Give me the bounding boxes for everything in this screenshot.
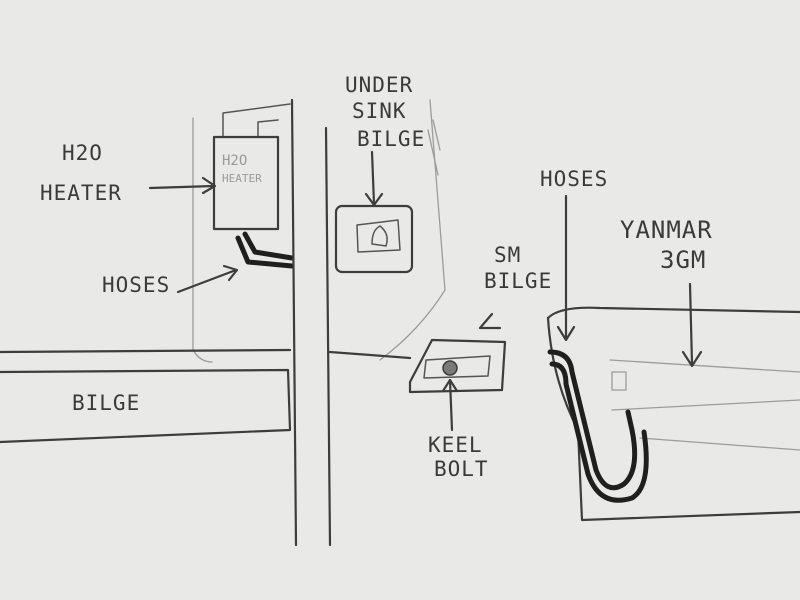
sink-cabinet-outline	[379, 99, 446, 361]
sm-label: SM	[494, 243, 521, 267]
sink-cabinet-hatching	[427, 119, 441, 176]
floor-line-mid	[328, 350, 412, 360]
keel-label: KEEL	[428, 433, 483, 457]
yanmar-label: YANMAR	[620, 216, 713, 244]
hoses-right-arrowhead	[556, 325, 576, 342]
sm-bilge-pointer	[478, 312, 502, 330]
sink-bilge-pump	[356, 219, 401, 253]
under-label: UNDER	[345, 73, 413, 97]
hoses-left-arrow	[176, 268, 238, 294]
sink-bilge-arrowhead	[364, 192, 384, 207]
keel-bolt-arrowhead	[441, 378, 459, 393]
sink-bilge-label: BILGE	[357, 127, 425, 151]
heater-arrowhead	[201, 176, 217, 195]
keel-bolt-icon	[442, 360, 458, 376]
under-sink-area	[334, 99, 446, 361]
bulkhead-line-left	[290, 98, 298, 547]
bilge-label: BILGE	[72, 391, 140, 415]
yanmar-model-label: 3GM	[660, 246, 706, 274]
sink-bilge-arrow	[370, 150, 376, 206]
bolt-label: BOLT	[434, 457, 489, 481]
engine-details	[609, 359, 800, 451]
yanmar-engine	[546, 306, 800, 522]
hoses-right-label: HOSES	[540, 167, 608, 191]
hoses-left-label: HOSES	[102, 273, 170, 297]
h2o-label: H2O	[62, 141, 103, 165]
floor-line-left	[0, 348, 292, 354]
small-bilge-inner	[423, 355, 491, 379]
engine-hose-outer	[547, 349, 638, 491]
heater-hoses	[235, 231, 295, 269]
heater-box-label-2: HEATER	[222, 172, 262, 185]
heater-box-label-1: H2O	[222, 153, 247, 169]
sink-bilge-pump-inlet	[371, 225, 388, 247]
bulkhead-line-right	[324, 126, 332, 547]
engine-hose-inner	[549, 361, 649, 503]
bilge-channel	[0, 368, 292, 444]
sink-label: SINK	[352, 99, 407, 123]
heater-bracket	[222, 103, 291, 137]
keel-bolt-arrow	[448, 378, 454, 432]
yanmar-arrowhead	[681, 350, 703, 368]
sm-bilge-label: BILGE	[484, 269, 552, 293]
yanmar-arrow	[688, 282, 694, 366]
water-heater	[212, 135, 280, 231]
heater-label: HEATER	[40, 181, 122, 205]
hoses-left-arrowhead	[222, 264, 239, 282]
heater-arrow	[148, 184, 216, 190]
engine-top-edge	[546, 306, 800, 320]
